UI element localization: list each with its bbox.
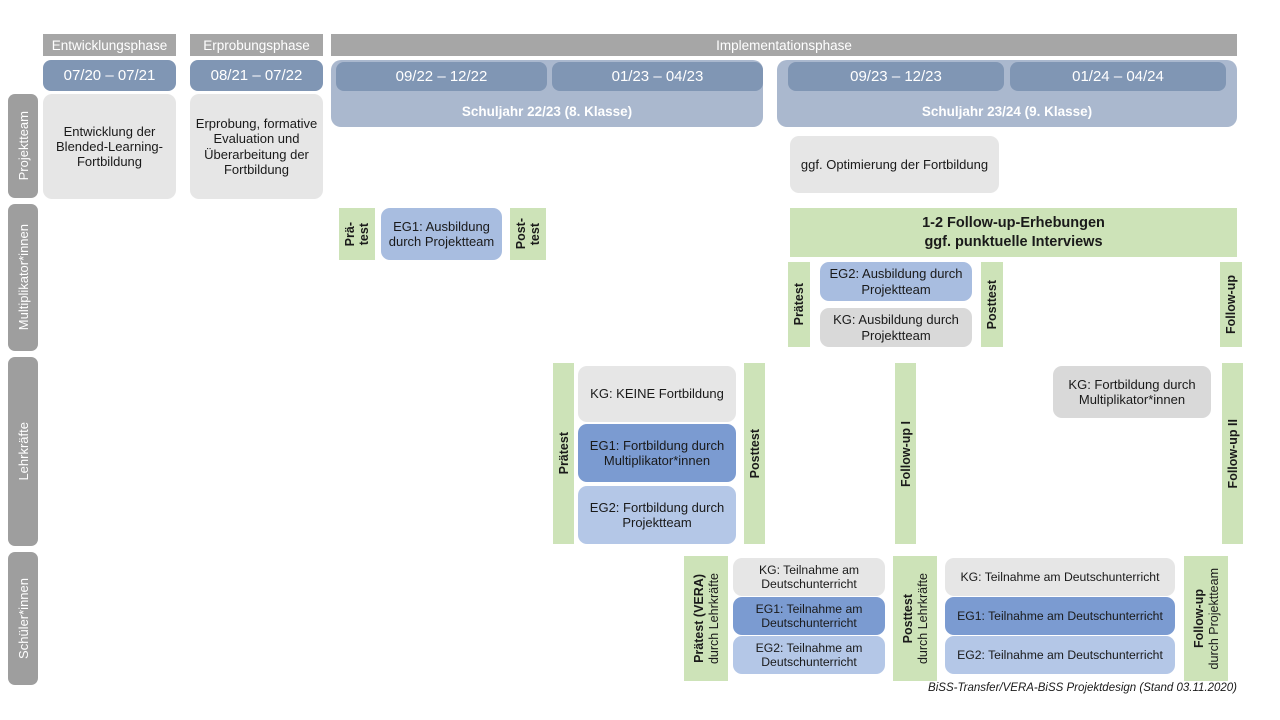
school-year-label: Schuljahr 22/23 (8. Klasse) [461,104,633,119]
block-text: ggf. Optimierung der Fortbildung [800,156,989,172]
strip-label: Posttest [985,279,999,330]
row-label-multiplikatoren: Multiplikator*innen [8,204,38,351]
row-label-text: Lehrkräfte [15,422,31,481]
block-text: EG2: Fortbildung durch Projektteam [589,499,725,530]
block-text: KG: Teilnahme am Deutschunterricht [758,562,860,591]
strip-label: Post- [514,218,528,250]
strip-followup-i-lehrkraefte: Follow-up I [895,363,916,544]
period-chip-0124-0424: 01/24 – 04/24 [1010,62,1226,91]
block-text: KG: KEINE Fortbildung [590,386,724,402]
block-text: EG1: Teilnahme am Deutschunterricht [755,601,863,630]
phase-bar-entwicklungsphase: Entwicklungsphase [43,34,176,56]
block-kg-keine-fortbildung: KG: KEINE Fortbildung [578,366,736,422]
period-label: 07/20 – 07/21 [63,67,156,84]
row-label-text: Multiplikator*innen [15,224,31,331]
strip-followup-schueler: Follow-up durch Projektteam [1184,556,1228,681]
phase-bar-erprobungsphase: Erprobungsphase [190,34,323,56]
block-kg-fortbildung-multiplikatoren: KG: Fortbildung durch Multiplikator*inne… [1053,366,1211,418]
strip-label: Prätest [556,432,571,475]
strip-label: Prätest [792,283,806,326]
strip-followup-multiplikatoren: Follow-up [1220,262,1242,347]
block-eg1-teilnahme-deutschunterricht-right: EG1: Teilnahme am Deutschunterricht [945,597,1175,635]
strip-praetest-lehrkraefte: Prätest [553,363,574,544]
period-chip-0923-1223: 09/23 – 12/23 [788,62,1004,91]
phase-bar-label: Entwicklungsphase [51,37,168,53]
row-label-text: Projektteam [15,111,31,181]
period-chip-0720-0721: 07/20 – 07/21 [43,60,176,91]
block-eg1-ausbildung-projektteam: EG1: Ausbildung durch Projektteam [381,208,502,260]
strip-sublabel: durch Lehrkräfte [915,572,930,665]
strip-label: Posttest [747,428,762,479]
block-eg2-teilnahme-deutschunterricht-right: EG2: Teilnahme am Deutschunterricht [945,636,1175,674]
block-text: KG: Fortbildung durch Multiplikator*inne… [1068,376,1196,407]
period-label: 01/23 – 04/23 [611,68,704,85]
period-label: 08/21 – 07/22 [210,67,303,84]
strip-label: Follow-up [1224,274,1238,334]
strip-praetest-vera-schueler: Prätest (VERA) durch Lehrkräfte [684,556,728,681]
footer-caption: BiSS-Transfer/VERA-BiSS Projektdesign (S… [760,682,1237,698]
row-label-text: Schüler*innen [15,578,31,659]
strip-posttest-schueler: Posttest durch Lehrkräfte [893,556,937,681]
block-eg2-ausbildung-projektteam: EG2: Ausbildung durch Projektteam [820,262,972,301]
strip-praetest-multiplikatoren-2: Prätest [788,262,810,347]
block-text: EG2: Teilnahme am Deutschunterricht [755,640,863,669]
strip-sublabel: durch Projektteam [1206,567,1221,670]
banner-line-1: 1-2 Follow-up-Erhebungen [922,214,1105,231]
block-kg-ausbildung-projektteam: KG: Ausbildung durch Projektteam [820,308,972,347]
row-label-projektteam: Projektteam [8,94,38,198]
period-label: 09/23 – 12/23 [850,68,942,85]
school-year-label: Schuljahr 23/24 (9. Klasse) [921,104,1093,119]
banner-followup-erhebungen: 1-2 Follow-up-Erhebungen ggf. punktuelle… [790,208,1237,257]
block-text: EG2: Teilnahme am Deutschunterricht [957,647,1163,662]
block-eg1-fortbildung-multiplikatoren: EG1: Fortbildung durch Multiplikator*inn… [578,424,736,482]
period-label: 09/22 – 12/22 [395,68,488,85]
strip-label: Follow-up II [1225,418,1240,489]
block-text: EG1: Teilnahme am Deutschunterricht [957,608,1163,623]
strip-label: Prä- [343,221,357,247]
block-text: Erprobung, formative Evaluation und Über… [195,115,318,177]
block-text: KG: Teilnahme am Deutschunterricht [960,569,1160,584]
block-eg2-teilnahme-deutschunterricht-left: EG2: Teilnahme am Deutschunterricht [733,636,885,674]
phase-bar-label: Implementationsphase [716,37,852,53]
block-eg2-fortbildung-projektteam: EG2: Fortbildung durch Projektteam [578,486,736,544]
period-chip-0922-1222: 09/22 – 12/22 [336,62,547,91]
footer-text: BiSS-Transfer/VERA-BiSS Projektdesign (S… [928,682,1237,694]
strip-sublabel: test [528,222,542,246]
period-chip-0821-0722: 08/21 – 07/22 [190,60,323,91]
strip-posttest-multiplikatoren: Post- test [510,208,546,260]
block-text: EG1: Ausbildung durch Projektteam [388,218,495,249]
strip-posttest-lehrkraefte: Posttest [744,363,765,544]
phase-bar-implementationsphase: Implementationsphase [331,34,1237,56]
strip-label: Prätest (VERA) [691,574,706,663]
block-eg1-teilnahme-deutschunterricht-left: EG1: Teilnahme am Deutschunterricht [733,597,885,635]
row-label-schueler: Schüler*innen [8,552,38,685]
strip-sublabel: test [357,222,371,246]
strip-label: Follow-up I [898,420,913,487]
strip-sublabel: durch Lehrkräfte [706,572,721,665]
strip-label: Posttest [900,593,915,644]
block-entwicklung-blended-learning: Entwicklung der Blended-Learning-Fortbil… [43,94,176,199]
banner-line-2: ggf. punktuelle Interviews [924,233,1103,250]
block-text: Entwicklung der Blended-Learning-Fortbil… [56,123,163,170]
block-text: EG2: Ausbildung durch Projektteam [829,266,963,297]
block-text: EG1: Fortbildung durch Multiplikator*inn… [589,437,725,468]
block-ggf-optimierung: ggf. Optimierung der Fortbildung [790,136,999,193]
strip-label: Follow-up [1191,588,1206,648]
period-label: 01/24 – 04/24 [1072,68,1164,85]
phase-bar-label: Erprobungsphase [203,37,310,53]
period-chip-0123-0423: 01/23 – 04/23 [552,62,763,91]
block-text: KG: Ausbildung durch Projektteam [833,312,959,343]
block-kg-teilnahme-deutschunterricht-right: KG: Teilnahme am Deutschunterricht [945,558,1175,596]
block-erprobung-evaluation: Erprobung, formative Evaluation und Über… [190,94,323,199]
strip-followup-ii-lehrkraefte: Follow-up II [1222,363,1243,544]
block-kg-teilnahme-deutschunterricht-left: KG: Teilnahme am Deutschunterricht [733,558,885,596]
strip-posttest-multiplikatoren-2: Posttest [981,262,1003,347]
strip-praetest-multiplikatoren: Prä- test [339,208,375,260]
row-label-lehrkraefte: Lehrkräfte [8,357,38,546]
